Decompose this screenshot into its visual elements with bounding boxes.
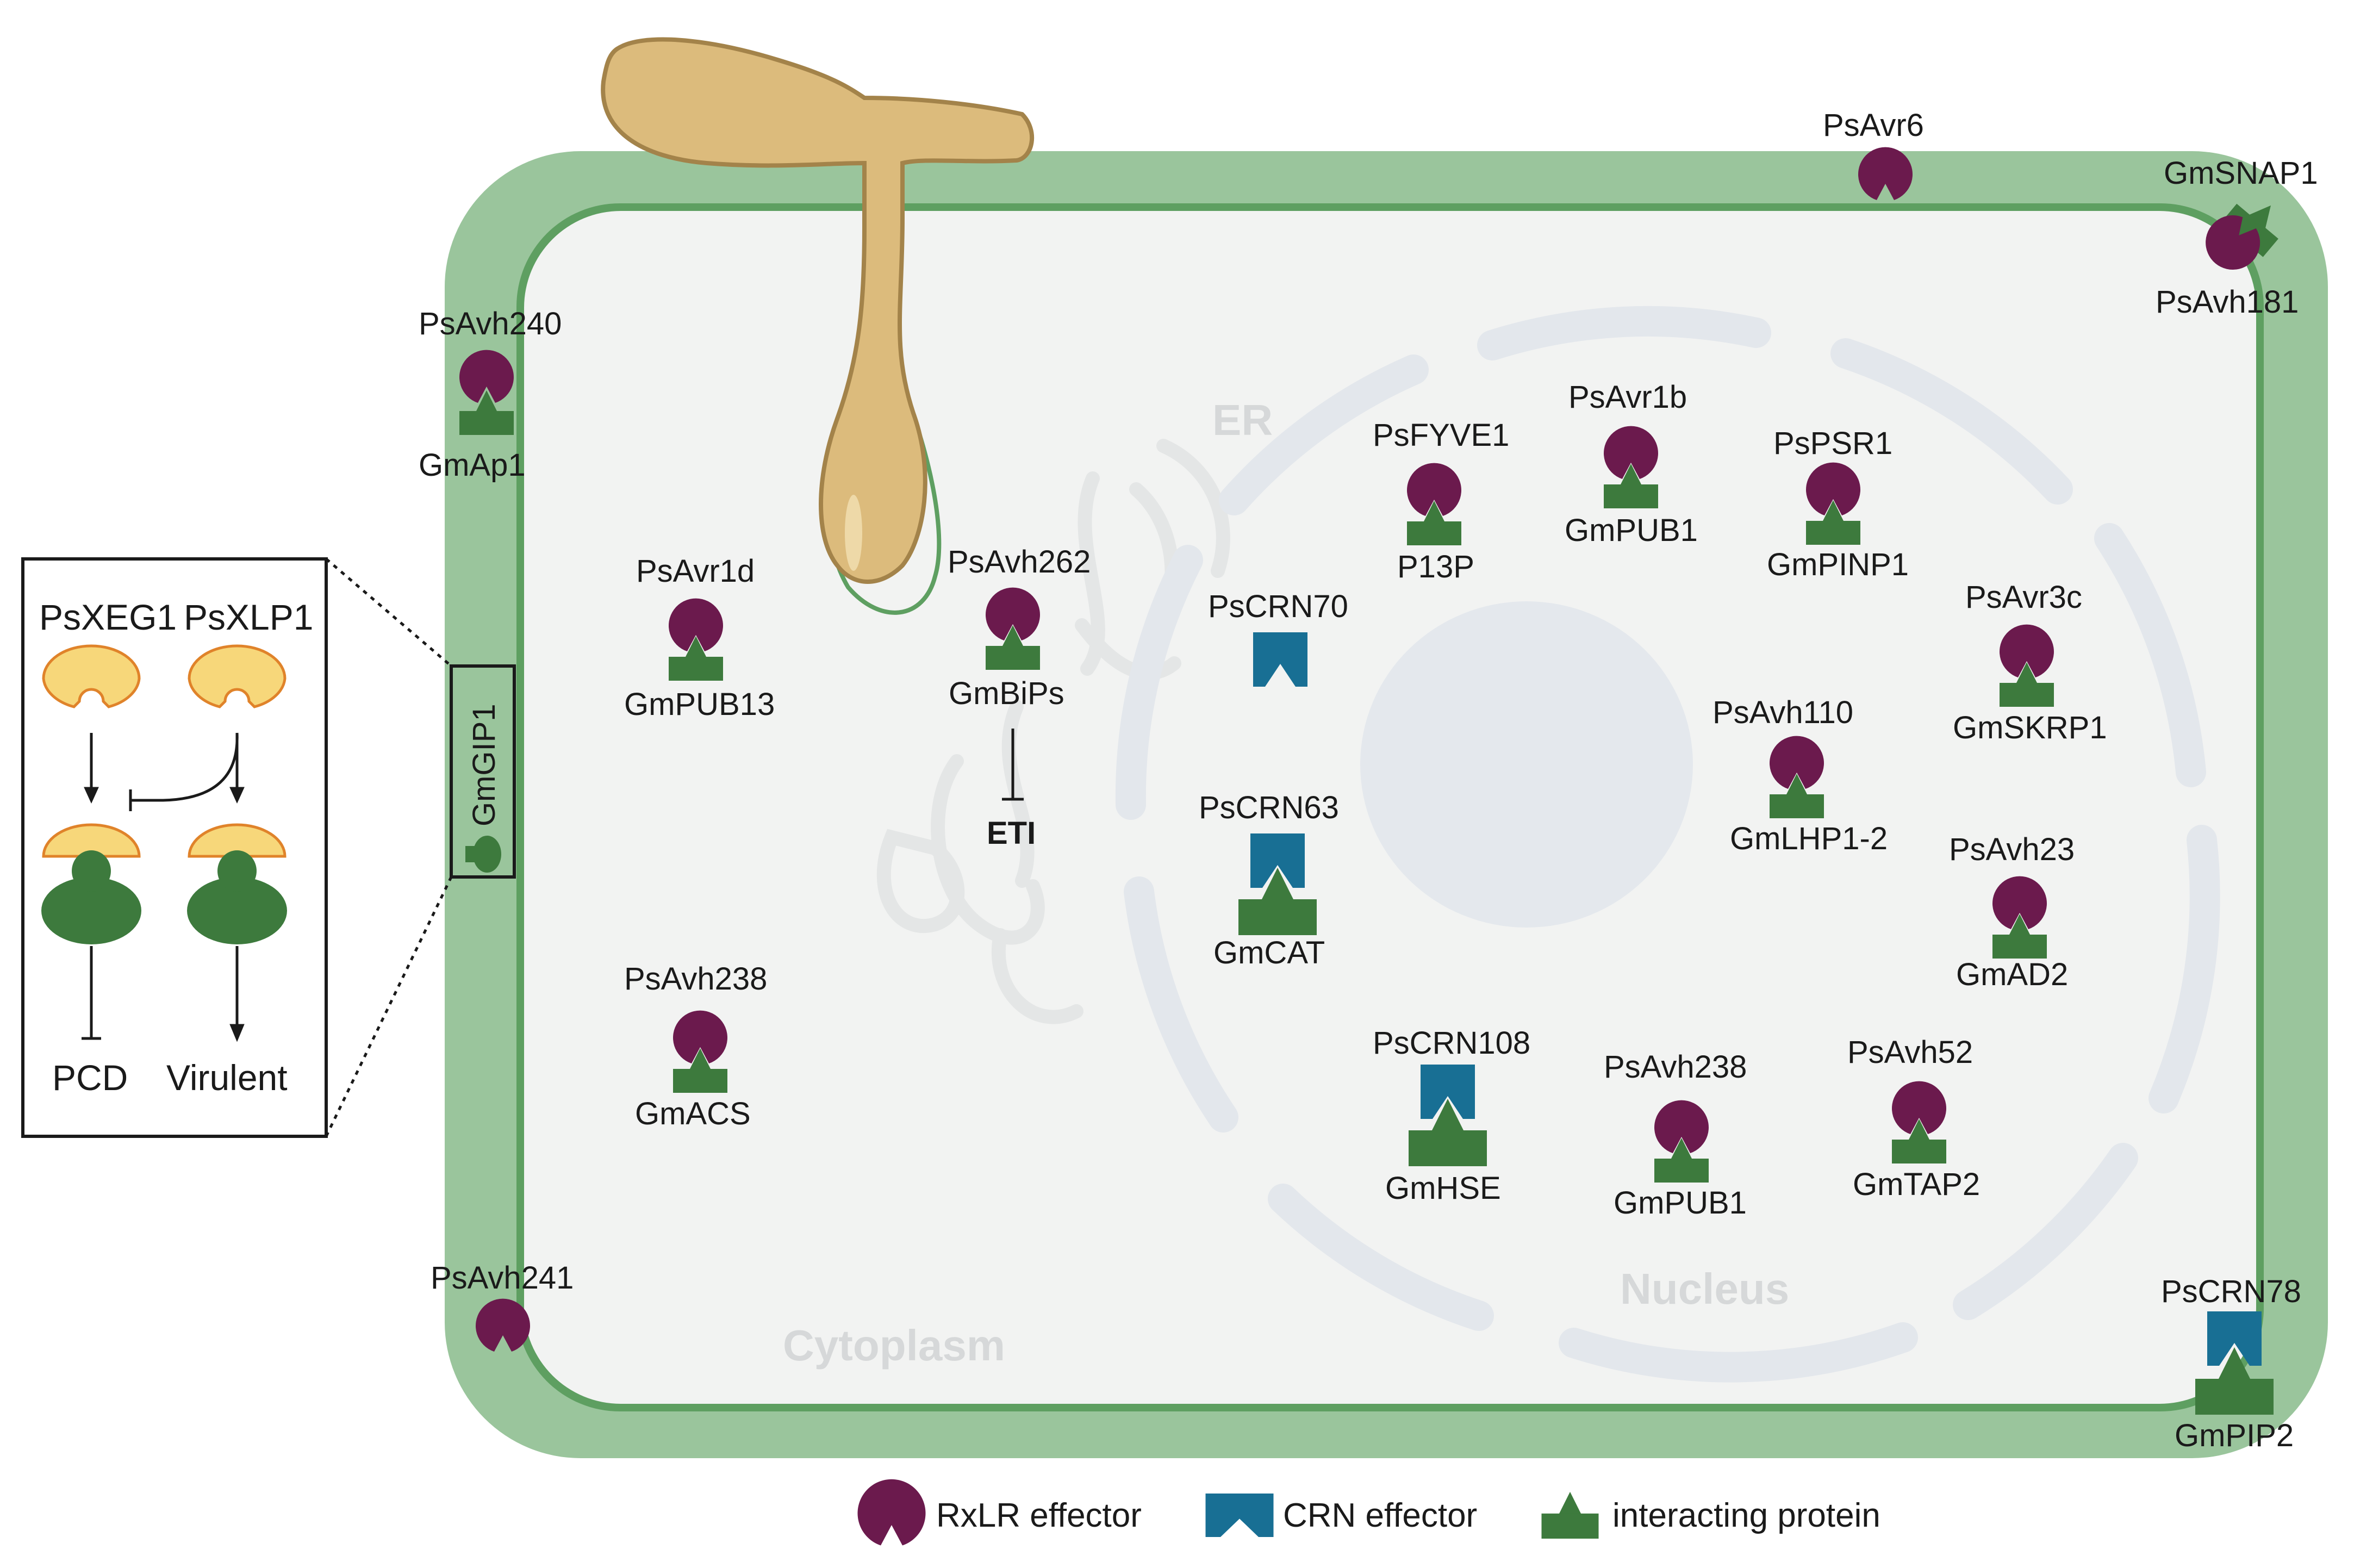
psavh240-label: PsAvh240 xyxy=(419,306,562,341)
gmsnap1-label: GmSNAP1 xyxy=(2164,155,2318,191)
legend-crn-icon xyxy=(1205,1494,1274,1537)
gmpinp1-label: GmPINP1 xyxy=(1767,547,1909,582)
psfyve1-label: PsFYVE1 xyxy=(1373,418,1509,453)
psavh241-label: PsAvh241 xyxy=(431,1260,574,1296)
nucleus-envelope xyxy=(1115,306,2220,1383)
legend-rxlr-icon xyxy=(857,1479,926,1546)
virulent-label: Virulent xyxy=(166,1057,288,1098)
gmlhp12-label: GmLHP1-2 xyxy=(1730,821,1888,856)
gmtap2-label: GmTAP2 xyxy=(1853,1167,1980,1202)
gmpub13-label: GmPUB13 xyxy=(624,687,775,722)
gmbips-label: GmBiPs xyxy=(949,676,1064,711)
eti-inhibition-arrow xyxy=(1002,729,1024,801)
psavr1b-label: PsAvr1b xyxy=(1568,379,1687,415)
gmgip1-label: GmGIP1 xyxy=(466,704,502,826)
gmad2-label: GmAD2 xyxy=(1956,957,2068,992)
legend: RxLR effector CRN effector interacting p… xyxy=(857,1479,1880,1546)
psavh181-label: PsAvh181 xyxy=(2156,284,2299,320)
gmpub1-bottom-label: GmPUB1 xyxy=(1614,1185,1747,1221)
pcd-label: PCD xyxy=(52,1057,128,1098)
psxeg1-label: PsXEG1 xyxy=(39,597,177,637)
psavr6-label: PsAvr6 xyxy=(1823,108,1924,143)
gmhse-label: GmHSE xyxy=(1385,1171,1501,1206)
psavh52-label: PsAvh52 xyxy=(1847,1035,1973,1070)
gmpip2-label: GmPIP2 xyxy=(2175,1418,2294,1453)
gmap1-label: GmAp1 xyxy=(419,447,526,483)
psavh110-label: PsAvh110 xyxy=(1712,695,1853,730)
pscrn108-label: PsCRN108 xyxy=(1373,1025,1530,1061)
legend-interacting-icon xyxy=(1541,1491,1599,1539)
nucleolus xyxy=(1360,601,1693,928)
legend-crn-label: CRN effector xyxy=(1283,1497,1477,1534)
psavr3c-label: PsAvr3c xyxy=(1965,580,2082,615)
cytoplasm-label: Cytoplasm xyxy=(783,1321,1005,1370)
pscrn63-label: PsCRN63 xyxy=(1199,790,1339,825)
psavh262-label: PsAvh262 xyxy=(948,544,1091,580)
oomycete-hypha xyxy=(601,37,1035,615)
inset-panel: PsXEG1 PsXLP1 PCD Virulent xyxy=(21,557,453,1138)
endoplasmic-reticulum xyxy=(876,439,1230,1024)
psavr1d-label: PsAvr1d xyxy=(636,553,755,589)
gmpub1-top-label: GmPUB1 xyxy=(1565,513,1698,548)
gmacs-label: GmACS xyxy=(635,1096,751,1131)
gmgip1-box: GmGIP1 xyxy=(450,664,516,879)
psxlp1-label: PsXLP1 xyxy=(184,597,313,637)
pscrn78-label: PsCRN78 xyxy=(2161,1274,2301,1309)
psavh238-nuc-label: PsAvh238 xyxy=(1604,1049,1747,1085)
psavh238-cyto-label: PsAvh238 xyxy=(624,961,767,997)
gmskrp1-label: GmSKRP1 xyxy=(1953,710,2107,745)
psavh23-label: PsAvh23 xyxy=(1949,832,2075,867)
legend-rxlr-label: RxLR effector xyxy=(936,1497,1142,1534)
eti-label: ETI xyxy=(987,816,1036,851)
er-label: ER xyxy=(1212,396,1273,444)
gmcat-label: GmCAT xyxy=(1213,935,1325,970)
p13p-label: P13P xyxy=(1397,549,1474,584)
nucleus-label: Nucleus xyxy=(1620,1265,1789,1313)
pscrn70-label: PsCRN70 xyxy=(1208,589,1348,624)
pspsr1-label: PsPSR1 xyxy=(1773,426,1892,461)
legend-interacting-label: interacting protein xyxy=(1612,1497,1880,1534)
